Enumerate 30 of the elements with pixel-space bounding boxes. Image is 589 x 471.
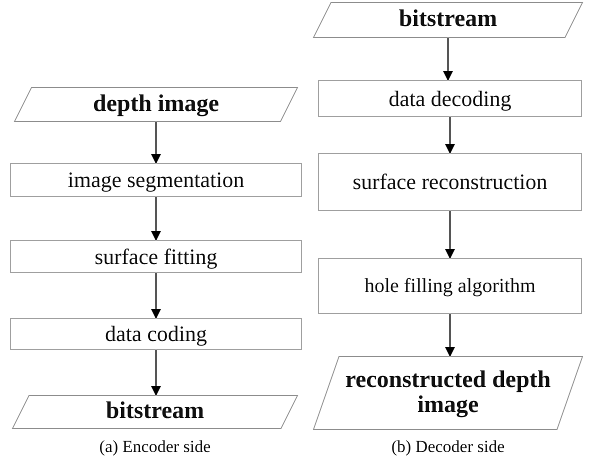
process-box: [10, 240, 302, 273]
process-box: [318, 153, 582, 211]
subfigure-caption: (a) Encoder side: [99, 437, 211, 457]
step-label: surface reconstruction: [352, 170, 548, 194]
data-parallelogram: [313, 356, 583, 430]
step-label: reconstructed depth image: [344, 368, 552, 418]
step-label: hole filling algorithm: [364, 276, 536, 296]
arrow: [151, 122, 161, 164]
process-box: [10, 163, 302, 197]
arrow: [445, 117, 455, 154]
step-label: data decoding: [388, 86, 512, 110]
data-parallelogram: [12, 395, 298, 429]
process-box: [318, 80, 582, 117]
step-label: depth image: [93, 92, 219, 118]
data-parallelogram: [313, 2, 583, 38]
step-label: bitstream: [398, 7, 498, 33]
process-box: [318, 258, 582, 314]
step-label: bitstream: [106, 399, 204, 425]
arrow: [151, 350, 161, 396]
step-label: image segmentation: [68, 168, 244, 192]
subfigure-caption: (b) Decoder side: [391, 437, 505, 457]
arrow: [445, 211, 455, 259]
step-label: surface fitting: [94, 244, 218, 268]
data-parallelogram: [14, 87, 298, 122]
arrow: [151, 273, 161, 319]
step-label: data coding: [104, 322, 208, 346]
arrow: [445, 314, 455, 357]
arrow: [443, 38, 453, 81]
process-box: [10, 318, 302, 350]
arrow: [151, 197, 161, 241]
